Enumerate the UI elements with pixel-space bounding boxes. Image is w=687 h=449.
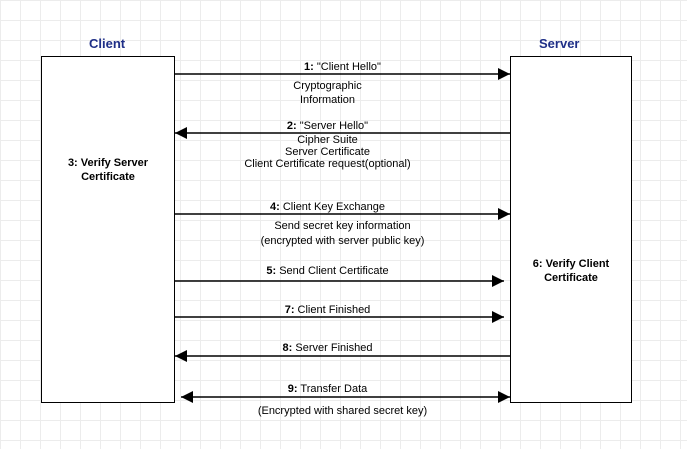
message-4-detail: Send secret key information (encrypted w… <box>260 220 425 247</box>
message-7-label: 7: Client Finished <box>284 304 371 316</box>
client-lifeline-box <box>41 56 175 403</box>
client-verify-server-certificate: 3: Verify Server Certificate <box>67 157 149 183</box>
message-7-text: Client Finished <box>297 304 371 316</box>
message-9-label: 9: Transfer Data <box>287 383 368 395</box>
message-9-detail: (Encrypted with shared secret key) <box>257 405 428 417</box>
server-title: Server <box>539 36 580 51</box>
message-9-number: 9 <box>287 383 294 395</box>
message-4-label: 4: Client Key Exchange <box>270 201 385 213</box>
message-2-label: 2: "Server Hello" <box>286 120 369 132</box>
message-7-number: 7 <box>284 304 291 316</box>
message-8-text: Server Finished <box>295 342 373 354</box>
message-4-number: 4 <box>270 201 277 213</box>
message-1-number: 1 <box>304 61 311 73</box>
message-8-number: 8 <box>282 342 289 354</box>
message-2-detail: Cipher Suite Server Certificate Client C… <box>244 134 411 170</box>
client-title: Client <box>89 36 126 51</box>
server-verify-client-certificate: 6: Verify Client Certificate <box>532 258 610 284</box>
message-5-number: 5 <box>266 265 273 277</box>
message-2-number: 2 <box>286 120 294 132</box>
message-8-label: 8: Server Finished <box>282 342 373 354</box>
server-lifeline-box <box>510 56 632 403</box>
message-5-text: Send Client Certificate <box>279 265 389 277</box>
message-2-text: "Server Hello" <box>299 120 369 132</box>
message-5-label: 5: Send Client Certificate <box>266 265 389 277</box>
message-1-label: 1: "Client Hello" <box>304 61 381 73</box>
message-1-text: "Client Hello" <box>316 61 381 73</box>
message-1-detail: Cryptographic Information <box>293 80 362 106</box>
message-9-text: Transfer Data <box>300 383 368 395</box>
message-4-text: Client Key Exchange <box>282 201 385 213</box>
